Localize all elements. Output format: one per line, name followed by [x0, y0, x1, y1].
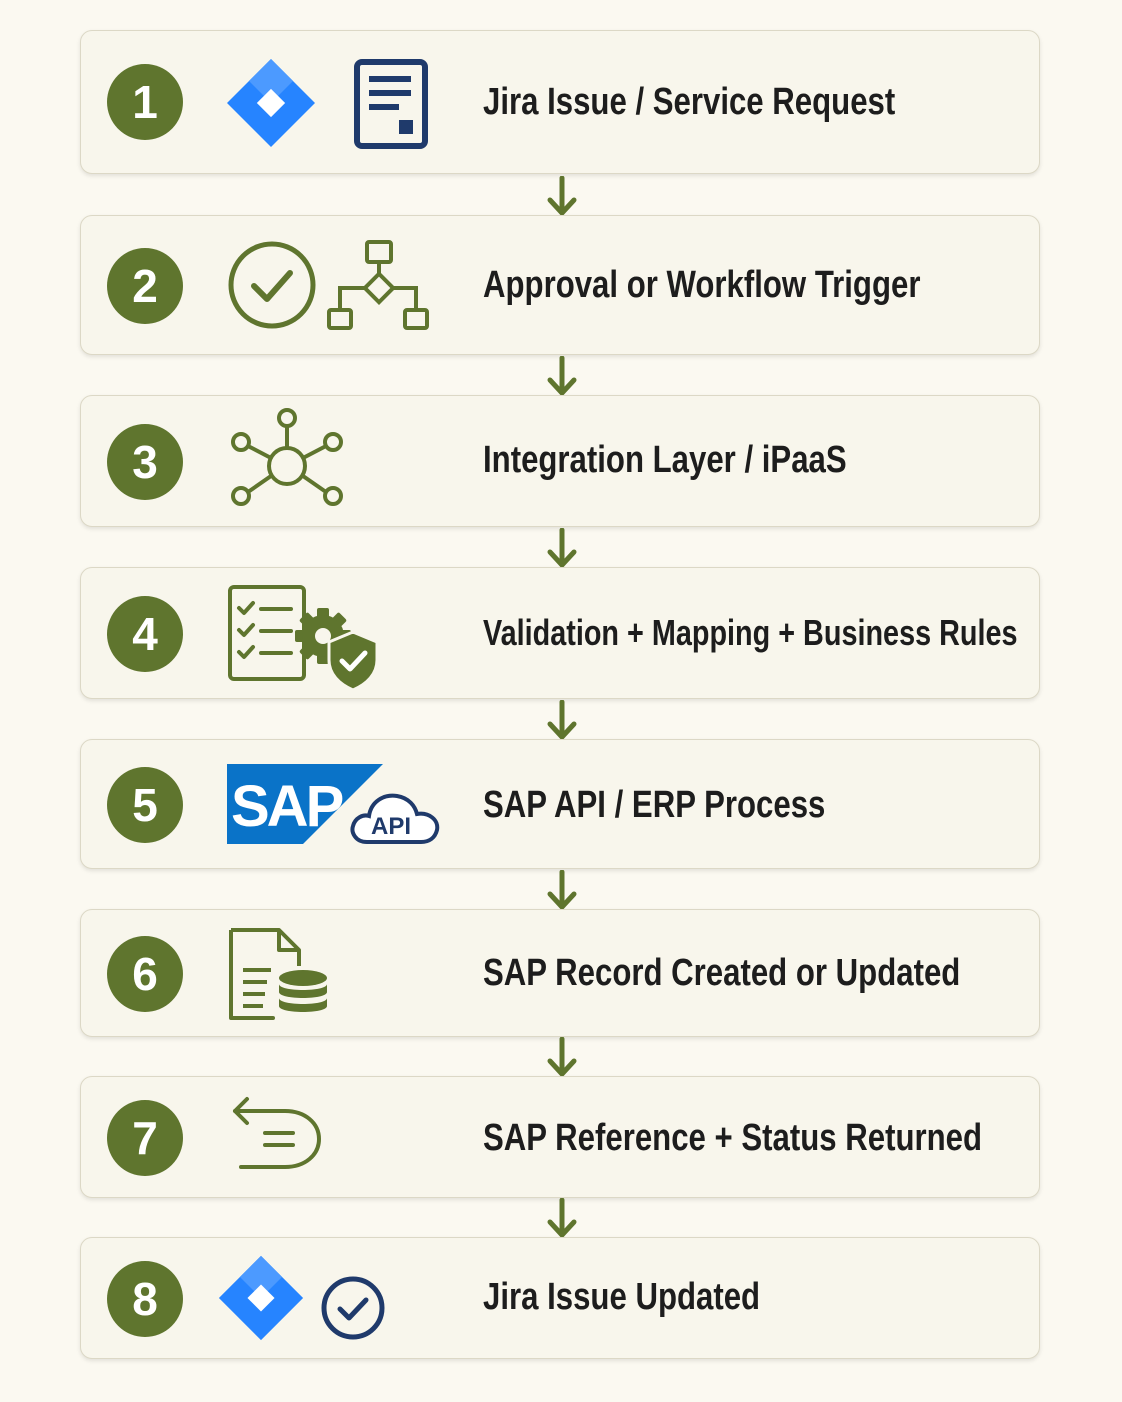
flow-arrow-icon	[547, 176, 577, 216]
step-label: SAP API / ERP Process	[483, 784, 826, 826]
check-circle-icon	[228, 241, 316, 329]
step-icons	[221, 216, 461, 354]
api-cloud-icon: API	[350, 793, 440, 844]
step-number-badge: 8	[107, 1261, 183, 1337]
step-number-badge: 7	[107, 1100, 183, 1176]
step-card-2: 2 Approval or Workflow Trigger	[80, 215, 1040, 355]
api-label: API	[371, 813, 411, 840]
step-card-6: 6 SAP Record Created or Updated	[80, 909, 1040, 1037]
sap-logo-icon: SAP	[227, 764, 383, 844]
document-icon	[354, 59, 428, 149]
flow-arrow-icon	[547, 870, 577, 910]
step-label: SAP Reference + Status Returned	[483, 1117, 983, 1159]
hub-network-icon	[231, 408, 343, 506]
step-icons	[221, 1077, 461, 1197]
return-arrow-icon	[233, 1097, 321, 1169]
check-circle-icon	[321, 1276, 385, 1340]
step-card-4: 4 Validation	[80, 567, 1040, 699]
workflow-tree-icon	[327, 240, 429, 330]
flow-arrow-icon	[547, 528, 577, 568]
step-label: Jira Issue / Service Request	[483, 81, 896, 123]
step-number-badge: 3	[107, 424, 183, 500]
flow-arrow-icon	[547, 1037, 577, 1077]
step-label: Approval or Workflow Trigger	[483, 264, 921, 306]
step-icons	[221, 910, 461, 1036]
jira-logo-icon	[227, 59, 315, 147]
flow-arrow-icon	[547, 1198, 577, 1238]
step-number-badge: 1	[107, 64, 183, 140]
step-icons	[221, 568, 461, 698]
flow-arrow-icon	[547, 700, 577, 740]
step-card-7: 7 SAP Reference + Status Returned	[80, 1076, 1040, 1198]
checklist-icon	[228, 585, 306, 681]
step-label: Jira Issue Updated	[483, 1276, 761, 1318]
step-number-badge: 2	[107, 248, 183, 324]
gear-shield-icon	[295, 608, 379, 692]
step-number-badge: 4	[107, 596, 183, 672]
flow-arrow-icon	[547, 356, 577, 396]
sap-logo-text: SAP	[231, 774, 343, 839]
step-icons	[221, 31, 461, 173]
step-icons: SAP API	[221, 740, 461, 868]
step-label: SAP Record Created or Updated	[483, 952, 961, 994]
document-database-icon	[229, 928, 327, 1020]
step-icons	[221, 396, 461, 526]
step-card-5: 5 SAP API SAP API / ERP Process	[80, 739, 1040, 869]
step-card-8: 8 Jira Issue Updated	[80, 1237, 1040, 1359]
step-card-1: 1 Jira Issue / Service Request	[80, 30, 1040, 174]
jira-logo-icon	[218, 1255, 304, 1341]
step-number-badge: 6	[107, 936, 183, 1012]
step-icons	[218, 1238, 461, 1358]
step-label: Integration Layer / iPaaS	[483, 439, 847, 481]
step-number-badge: 5	[107, 767, 183, 843]
step-label: Validation + Mapping + Business Rules	[483, 612, 1018, 653]
step-card-3: 3 Integration Layer / iPaaS	[80, 395, 1040, 527]
